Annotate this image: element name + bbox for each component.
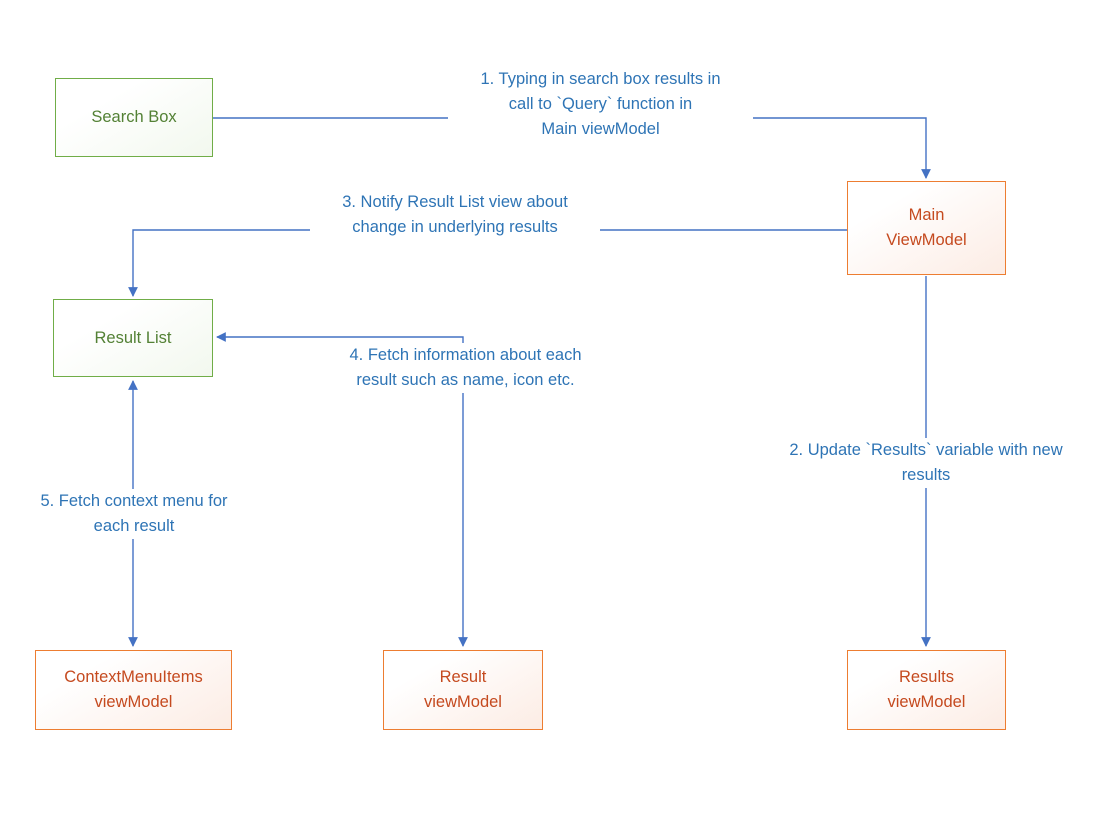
node-result-list: Result List <box>53 299 213 377</box>
node-main-viewmodel: Main ViewModel <box>847 181 1006 275</box>
node-result-viewmodel: Result viewModel <box>383 650 543 730</box>
node-search-box: Search Box <box>55 78 213 157</box>
edge-2-label: 2. Update `Results` variable with new re… <box>756 438 1096 488</box>
edge-1-label: 1. Typing in search box results in call … <box>448 67 753 142</box>
edge-5-label: 5. Fetch context menu for each result <box>18 489 250 539</box>
node-contextmenuitems-viewmodel: ContextMenuItems viewModel <box>35 650 232 730</box>
edge-4-label: 4. Fetch information about each result s… <box>318 343 613 393</box>
edge-4-connector <box>216 332 468 647</box>
node-results-viewmodel: Results viewModel <box>847 650 1006 730</box>
edge-3-connector <box>128 229 847 297</box>
edge-3-label: 3. Notify Result List view about change … <box>310 190 600 240</box>
